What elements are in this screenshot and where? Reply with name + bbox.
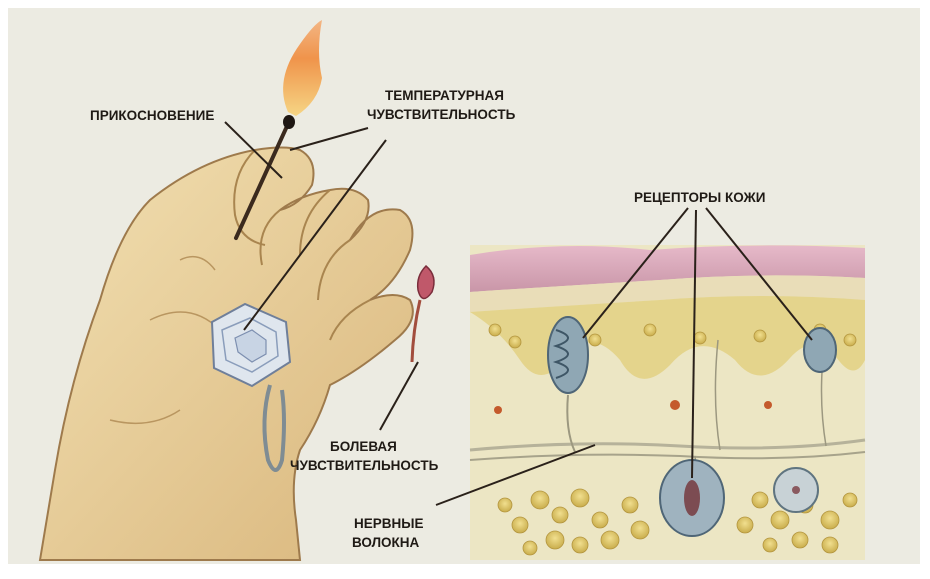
label-pain-line1: БОЛЕВАЯ (330, 439, 397, 454)
label-skin-receptors: РЕЦЕПТОРЫ КОЖИ (634, 190, 765, 205)
receptor-krause (774, 468, 818, 512)
label-nerves-line1: НЕРВНЫЕ (354, 516, 423, 531)
skin-section-illustration (470, 245, 865, 560)
label-nerves-line2: ВОЛОКНА (352, 535, 420, 550)
receptor-meissner (548, 317, 588, 393)
label-pain-line2: ЧУВСТВИТЕЛЬНОСТЬ (290, 458, 439, 473)
label-temperature-line2: ЧУВСТВИТЕЛЬНОСТЬ (367, 107, 516, 122)
label-touch: ПРИКОСНОВЕНИЕ (90, 108, 214, 123)
label-temperature-line1: ТЕМПЕРАТУРНАЯ (385, 88, 504, 103)
